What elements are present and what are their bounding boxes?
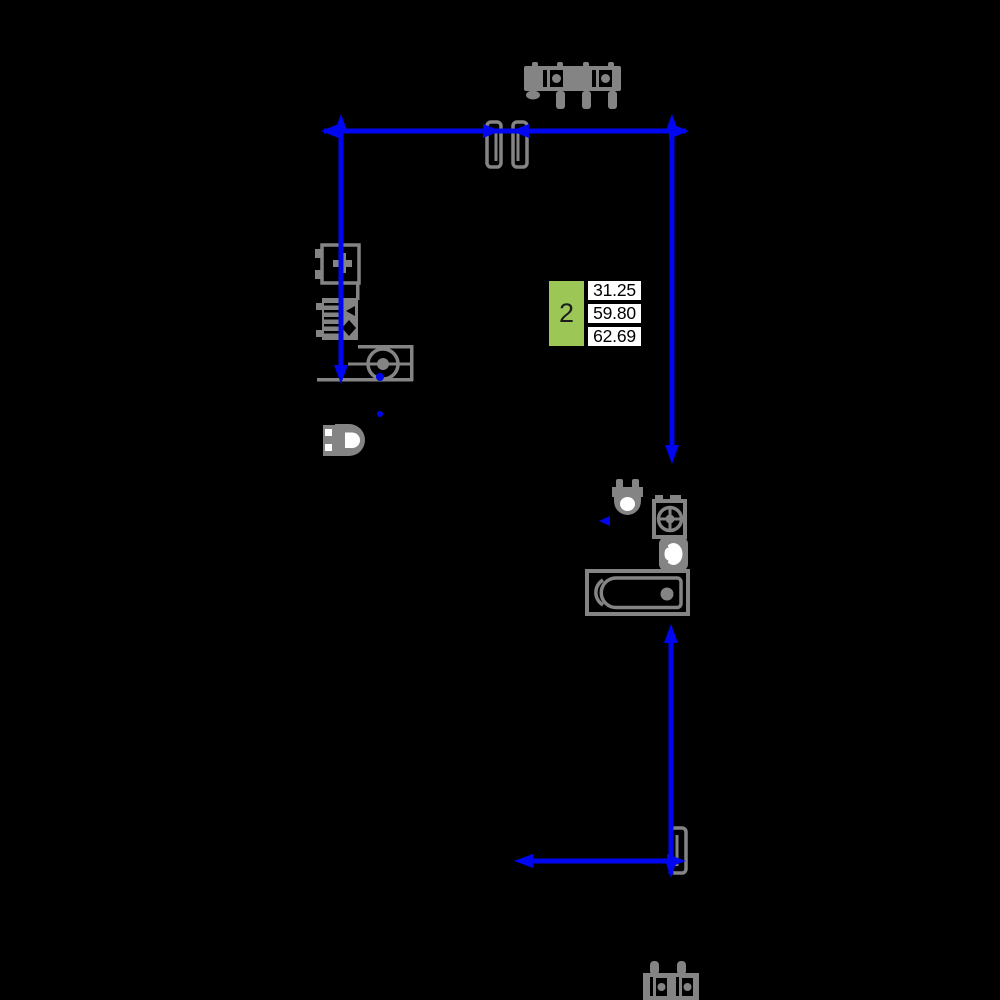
kitchen-upper-cabinet-icon: [315, 243, 361, 300]
marker-dot-kitchen: [376, 373, 384, 381]
entry-door-frame-left-icon: [485, 120, 503, 169]
total-area-cell: 62.69: [586, 325, 643, 348]
living-area-value: 31.25: [593, 280, 636, 300]
entry-door-frame-right-icon: [511, 120, 529, 169]
marker-dot-wc: [377, 411, 383, 417]
radiator-top-icon: [524, 62, 621, 109]
apartment-area-table: 2 31.25 59.80 62.69: [547, 279, 643, 348]
radiator-bottom-icon: [643, 961, 699, 1000]
total-area-value: 62.69: [593, 326, 636, 346]
wc-toilet-bathroom-icon: [612, 479, 643, 516]
living-area-cell: 31.25: [586, 279, 643, 302]
apartment-number: 2: [558, 298, 575, 328]
washing-machine-icon: [652, 495, 687, 539]
arrow-down-left-wall-icon: [334, 365, 348, 384]
arrow-up-left-icon: [334, 114, 348, 133]
arrow-left-icon: [321, 123, 341, 139]
bathtub-icon: [585, 569, 690, 616]
arrow-right-bottom-icon: [667, 854, 686, 868]
arrow-door-right-icon: [483, 124, 501, 138]
wash-basin-icon: [659, 537, 688, 571]
kitchen-stove-icon: [316, 298, 358, 340]
arrow-up-right-icon: [665, 114, 679, 133]
wc-toilet-left-icon: [323, 424, 365, 456]
apartment-area-cell: 59.80: [586, 302, 643, 325]
arrow-left-bottom-icon: [514, 854, 533, 868]
apartment-number-cell: 2: [547, 279, 586, 348]
apartment-area-value: 59.80: [593, 303, 636, 323]
arrow-door-left-icon: [511, 124, 529, 138]
kitchen-counter-sink-icon: [317, 345, 414, 382]
dimension-lines: [321, 114, 689, 878]
arrow-up-lower-icon: [664, 624, 678, 643]
arrow-down-right-wall-icon: [665, 445, 679, 464]
arrow-small-bathroom-icon: [599, 516, 610, 526]
